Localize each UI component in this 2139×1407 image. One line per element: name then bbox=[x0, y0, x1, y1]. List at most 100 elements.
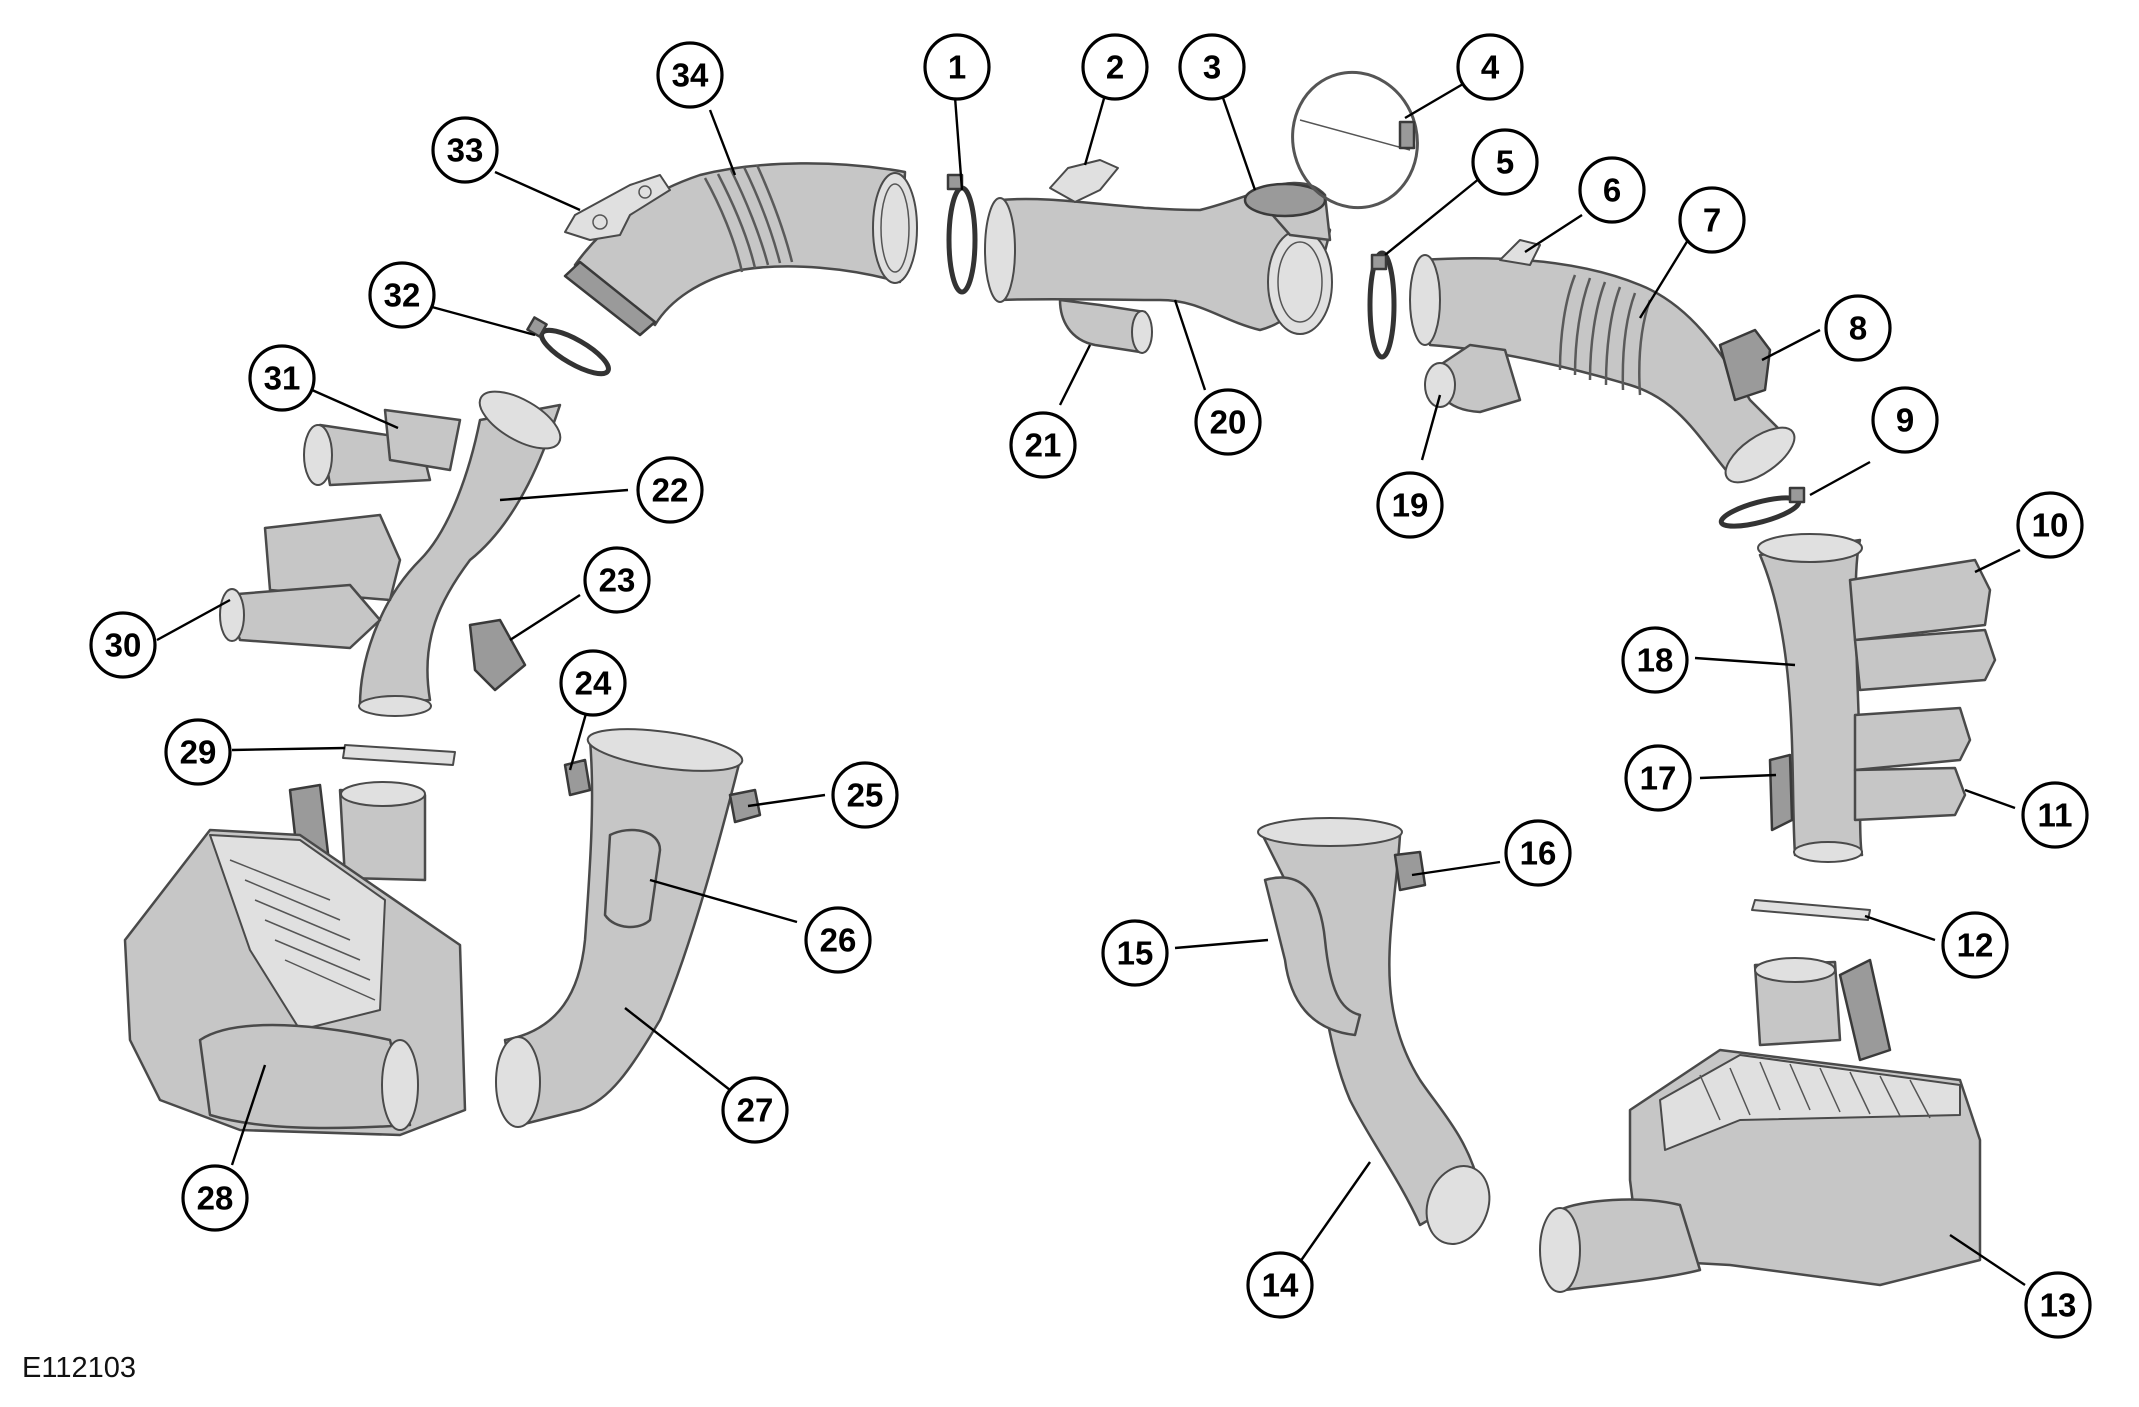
part-8-bracket bbox=[1718, 328, 1772, 402]
leader-3 bbox=[1220, 94, 1257, 191]
leader-9 bbox=[1809, 460, 1871, 497]
leader-15 bbox=[1174, 938, 1269, 950]
callout-label: 15 bbox=[1117, 935, 1154, 972]
callout-3: 3 bbox=[1178, 33, 1246, 101]
callout-16: 16 bbox=[1504, 819, 1572, 887]
leader-34 bbox=[708, 109, 737, 176]
callout-22: 22 bbox=[636, 456, 704, 524]
leader-19 bbox=[1420, 394, 1442, 461]
leader-25 bbox=[747, 793, 826, 808]
part-10-resonator-chamber bbox=[1848, 558, 1997, 692]
callout-markers: 1 2 3 4 5 6 7 8 9 10 11 12 13 14 15 16 1… bbox=[89, 33, 2092, 1339]
callout-9: 9 bbox=[1871, 386, 1939, 454]
part-28-air-cleaner bbox=[123, 781, 467, 1137]
callout-label: 22 bbox=[652, 472, 689, 509]
leader-26 bbox=[649, 878, 798, 924]
figure-reference-code: E112103 bbox=[22, 1352, 136, 1384]
callout-label: 2 bbox=[1106, 49, 1124, 86]
part-4-clamp bbox=[1291, 70, 1419, 210]
callout-6: 6 bbox=[1578, 156, 1646, 224]
part-6-bracket bbox=[1499, 239, 1541, 266]
leader-28 bbox=[230, 1064, 267, 1166]
callout-10: 10 bbox=[2016, 491, 2084, 559]
leader-12 bbox=[1864, 914, 1936, 942]
callout-label: 7 bbox=[1703, 202, 1721, 239]
part-24-bracket bbox=[563, 758, 592, 797]
callout-15: 15 bbox=[1101, 919, 1169, 987]
leader-13 bbox=[1949, 1234, 2026, 1286]
part-5-clamp bbox=[1367, 250, 1397, 360]
leader-8 bbox=[1761, 328, 1821, 362]
callout-label: 27 bbox=[737, 1092, 774, 1129]
callout-14: 14 bbox=[1246, 1251, 1314, 1319]
callout-label: 5 bbox=[1496, 144, 1514, 181]
callout-21: 21 bbox=[1009, 411, 1077, 479]
callout-19: 19 bbox=[1376, 471, 1444, 539]
callout-label: 14 bbox=[1262, 1267, 1299, 1304]
part-3-flange bbox=[1243, 182, 1327, 218]
leader-23 bbox=[509, 593, 581, 642]
leader-22 bbox=[499, 488, 629, 502]
part-11-resonator-chamber bbox=[1853, 706, 1972, 822]
leader-30 bbox=[156, 598, 231, 642]
leader-29 bbox=[231, 746, 346, 752]
callout-label: 25 bbox=[847, 777, 884, 814]
part-7-intake-hose bbox=[1409, 254, 1796, 484]
part-34-intake-hose bbox=[563, 162, 918, 337]
leader-31 bbox=[311, 388, 399, 430]
callout-label: 13 bbox=[2040, 1287, 2077, 1324]
part-21-duct-stub bbox=[1058, 298, 1153, 354]
leader-6 bbox=[1524, 213, 1583, 254]
part-16-bracket bbox=[1393, 850, 1427, 892]
callout-1: 1 bbox=[923, 33, 991, 101]
callout-label: 20 bbox=[1210, 404, 1247, 441]
callout-label: 17 bbox=[1640, 760, 1677, 797]
part-23-sensor bbox=[468, 618, 527, 692]
callout-28: 28 bbox=[181, 1164, 249, 1232]
callout-33: 33 bbox=[431, 116, 499, 184]
callout-8: 8 bbox=[1824, 294, 1892, 362]
callout-12: 12 bbox=[1941, 911, 2009, 979]
leader-11 bbox=[1964, 788, 2016, 810]
callout-label: 3 bbox=[1203, 49, 1221, 86]
callout-13: 13 bbox=[2024, 1271, 2092, 1339]
callout-label: 30 bbox=[105, 627, 142, 664]
callout-label: 8 bbox=[1849, 310, 1867, 347]
part-15-snorkel-branch bbox=[1263, 876, 1362, 1037]
part-27-snorkel-duct bbox=[495, 728, 744, 1128]
leader-2 bbox=[1083, 94, 1107, 166]
leader-16 bbox=[1411, 860, 1501, 877]
part-18-resonator bbox=[1757, 533, 1864, 863]
part-30-resonator-chamber bbox=[219, 513, 402, 650]
part-33-bracket bbox=[564, 174, 671, 241]
leader-5 bbox=[1384, 177, 1481, 256]
part-26-snorkel-branch bbox=[603, 828, 662, 929]
part-32-clamp bbox=[526, 316, 611, 377]
leader-27 bbox=[624, 1007, 731, 1091]
callout-label: 21 bbox=[1025, 427, 1062, 464]
callout-11: 11 bbox=[2021, 781, 2089, 849]
callout-23: 23 bbox=[583, 546, 651, 614]
leader-33 bbox=[494, 170, 581, 212]
callout-label: 6 bbox=[1603, 172, 1621, 209]
leader-lines bbox=[156, 82, 2026, 1286]
part-2-bracket bbox=[1049, 159, 1119, 203]
callout-24: 24 bbox=[559, 649, 627, 717]
callout-34: 34 bbox=[656, 41, 724, 109]
component-illustrations bbox=[123, 70, 1997, 1293]
callout-30: 30 bbox=[89, 611, 157, 679]
callout-4: 4 bbox=[1456, 33, 1524, 101]
leader-10 bbox=[1974, 548, 2021, 574]
leader-4 bbox=[1404, 82, 1464, 120]
callout-5: 5 bbox=[1471, 128, 1539, 196]
leader-7 bbox=[1638, 239, 1690, 319]
callout-26: 26 bbox=[804, 906, 872, 974]
callout-label: 16 bbox=[1520, 835, 1557, 872]
callout-label: 23 bbox=[599, 562, 636, 599]
part-17-bracket bbox=[1768, 753, 1794, 832]
callout-20: 20 bbox=[1194, 388, 1262, 456]
leader-32 bbox=[431, 305, 536, 337]
part-22-resonator bbox=[358, 390, 562, 717]
callout-17: 17 bbox=[1624, 744, 1692, 812]
